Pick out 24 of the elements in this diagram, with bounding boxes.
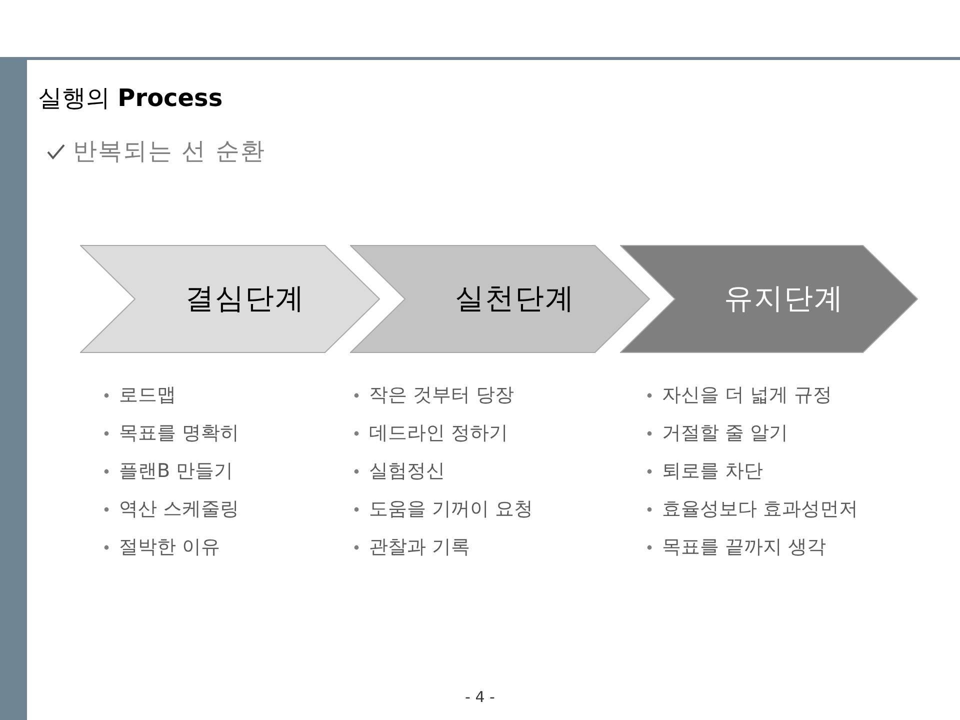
bullet-item: 데드라인 정하기 [369, 421, 508, 445]
bullet-item: 목표를 끝까지 생각 [662, 535, 826, 559]
bullet-item: 퇴로를 차단 [662, 459, 764, 483]
slide-title: 실행의 Process [38, 83, 223, 114]
bullet-item: 거절할 줄 알기 [662, 421, 788, 445]
bullet-item: 로드맵 [119, 383, 176, 407]
subtitle: 반복되는 선 순환 [73, 136, 266, 167]
page-number: - 4 - [464, 688, 496, 706]
bullet-item: 도움을 기꺼이 요청 [369, 497, 534, 521]
bullet-item: 자신을 더 넓게 규정 [662, 383, 832, 407]
bullet-item: 목표를 명확히 [119, 421, 240, 445]
bullet-item: 관찰과 기록 [369, 535, 470, 559]
stage-label: 실천단계 [455, 280, 575, 317]
chevron-shape [80, 245, 380, 353]
bullet-item: 절박한 이유 [119, 535, 220, 559]
bullet-item: 플랜B 만들기 [119, 459, 234, 483]
bullet-item: 역산 스케줄링 [119, 497, 240, 521]
stage-label: 유지단계 [724, 280, 844, 317]
bullet-item: 실험정신 [369, 459, 445, 483]
chevron-shape [350, 245, 650, 353]
bullet-item: 효율성보다 효과성먼저 [662, 497, 858, 521]
stage-label: 결심단계 [185, 280, 305, 317]
bullet-item: 작은 것부터 당장 [369, 383, 514, 407]
chevron-shape [620, 245, 918, 353]
